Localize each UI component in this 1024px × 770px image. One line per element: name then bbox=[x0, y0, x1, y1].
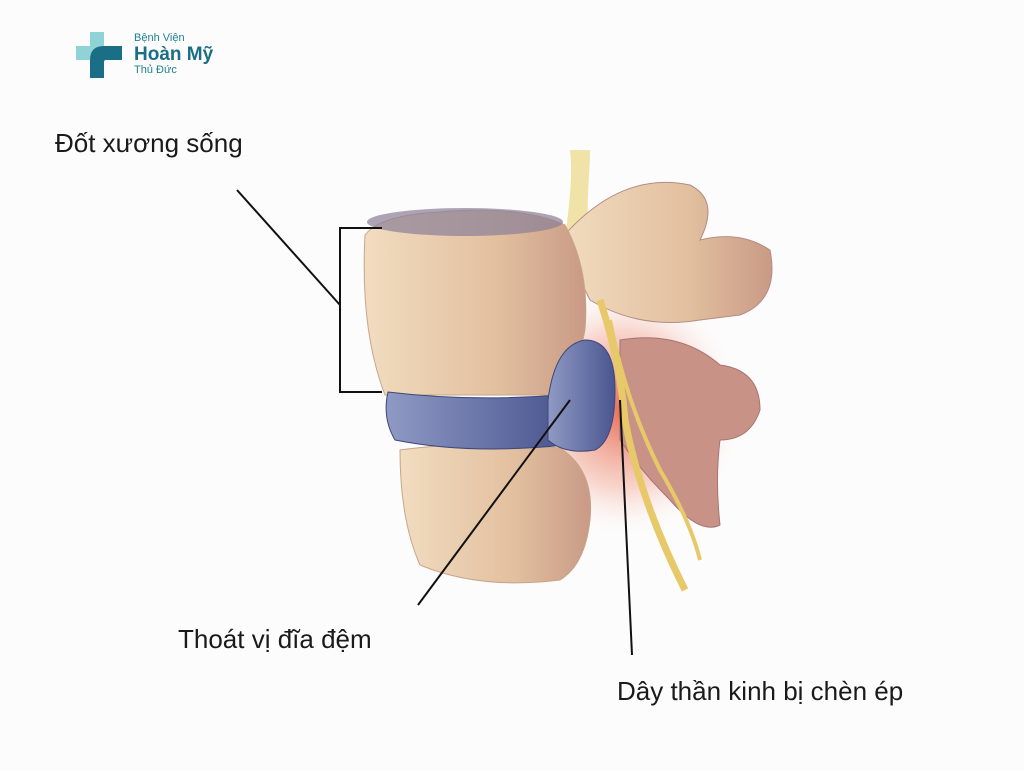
cross-logo-icon bbox=[76, 32, 122, 78]
upper-vertebra-top bbox=[367, 208, 563, 236]
upper-spinous-process bbox=[559, 181, 773, 323]
label-herniated-disc: Thoát vị đĩa đệm bbox=[178, 624, 372, 654]
upper-vertebra-body bbox=[363, 209, 587, 396]
herniated-disc-bulge bbox=[547, 339, 616, 452]
leader-lines bbox=[236, 189, 633, 656]
logo-line2: Hoàn Mỹ bbox=[134, 44, 214, 66]
logo-line3: Thủ Đức bbox=[134, 63, 177, 76]
lower-vertebra-body bbox=[399, 443, 592, 584]
intervertebral-disc bbox=[385, 391, 566, 450]
compressed-nerve bbox=[596, 298, 689, 592]
logo-line1: Bệnh Viện bbox=[134, 32, 185, 45]
lower-spinous-process bbox=[619, 337, 761, 528]
hospital-logo: Bệnh Viện Hoàn Mỹ Thủ Đức bbox=[76, 32, 213, 78]
label-vertebra: Đốt xương sống bbox=[55, 128, 243, 158]
label-compressed-nerve: Dây thần kinh bị chèn ép bbox=[617, 676, 904, 706]
